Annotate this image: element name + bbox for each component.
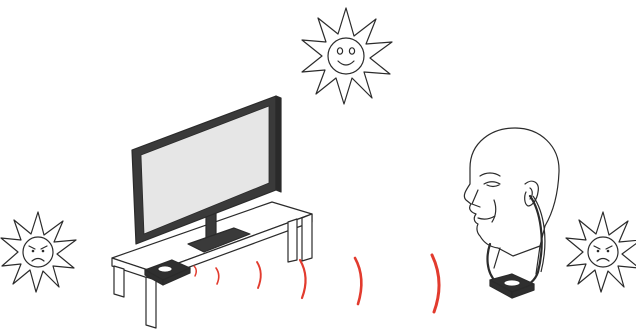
sad-sun-left-icon (1, 212, 76, 292)
signal-waves (194, 255, 439, 312)
signal-wave-icon (432, 255, 439, 312)
sad-sun-right-icon (566, 212, 636, 292)
signal-wave-icon (300, 260, 306, 298)
happy-sun-icon (302, 8, 392, 104)
signal-wave-icon (216, 268, 219, 284)
signal-wave-icon (355, 258, 361, 304)
signal-wave-icon (194, 266, 196, 276)
signal-wave-icon (257, 262, 261, 288)
